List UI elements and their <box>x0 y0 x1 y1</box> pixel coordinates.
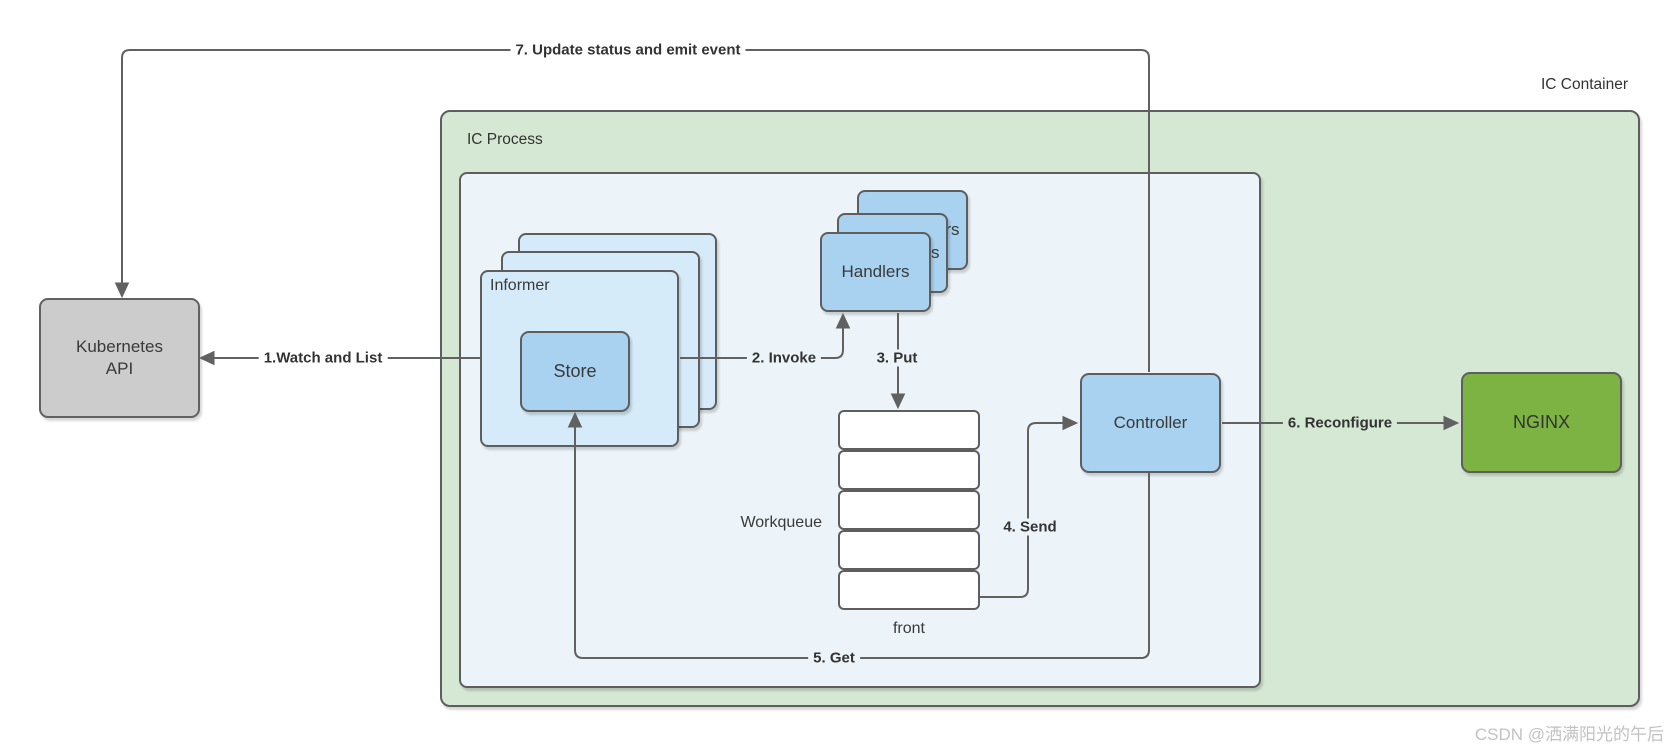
workqueue-cell <box>838 410 980 450</box>
kubernetes-api-label-line2: API <box>105 359 134 378</box>
workqueue-cell <box>838 570 980 610</box>
workqueue-cell <box>838 530 980 570</box>
nginx-label: NGINX <box>1512 412 1570 432</box>
workqueue-cell <box>838 450 980 490</box>
workqueue-label: Workqueue <box>740 514 822 531</box>
edge-label-get: 5. Get <box>808 649 860 667</box>
controller-label: Controller <box>1113 413 1188 432</box>
edge-label-watch-and-list: 1.Watch and List <box>258 349 388 367</box>
handlers-card-front: Handlers <box>820 232 931 312</box>
nginx-node: NGINX <box>1461 372 1622 473</box>
edge-label-update-status: 7. Update status and emit event <box>510 41 746 59</box>
ic-process-label: IC Process <box>467 131 543 148</box>
workqueue-front-label: front <box>892 620 925 637</box>
kubernetes-api-node: Kubernetes API <box>39 298 200 418</box>
handlers-label: Handlers <box>841 262 910 281</box>
informer-label: Informer <box>490 277 550 294</box>
store-label: Store <box>553 361 597 381</box>
edge-label-send: 4. Send <box>998 518 1062 536</box>
ic-container-label: IC Container <box>1540 76 1628 93</box>
arrowhead-watch-and-list <box>198 350 215 366</box>
store-node: Store <box>520 331 630 412</box>
edge-label-put: 3. Put <box>871 349 923 367</box>
controller-node: Controller <box>1080 373 1221 473</box>
edge-label-reconfigure: 6. Reconfigure <box>1282 414 1398 432</box>
kubernetes-api-label-line1: Kubernetes <box>76 337 163 356</box>
watermark: CSDN @洒满阳光的午后 <box>1474 725 1664 744</box>
arrowhead-update-status <box>114 282 130 299</box>
edge-label-invoke: 2. Invoke <box>746 349 822 367</box>
workqueue-cell <box>838 490 980 530</box>
